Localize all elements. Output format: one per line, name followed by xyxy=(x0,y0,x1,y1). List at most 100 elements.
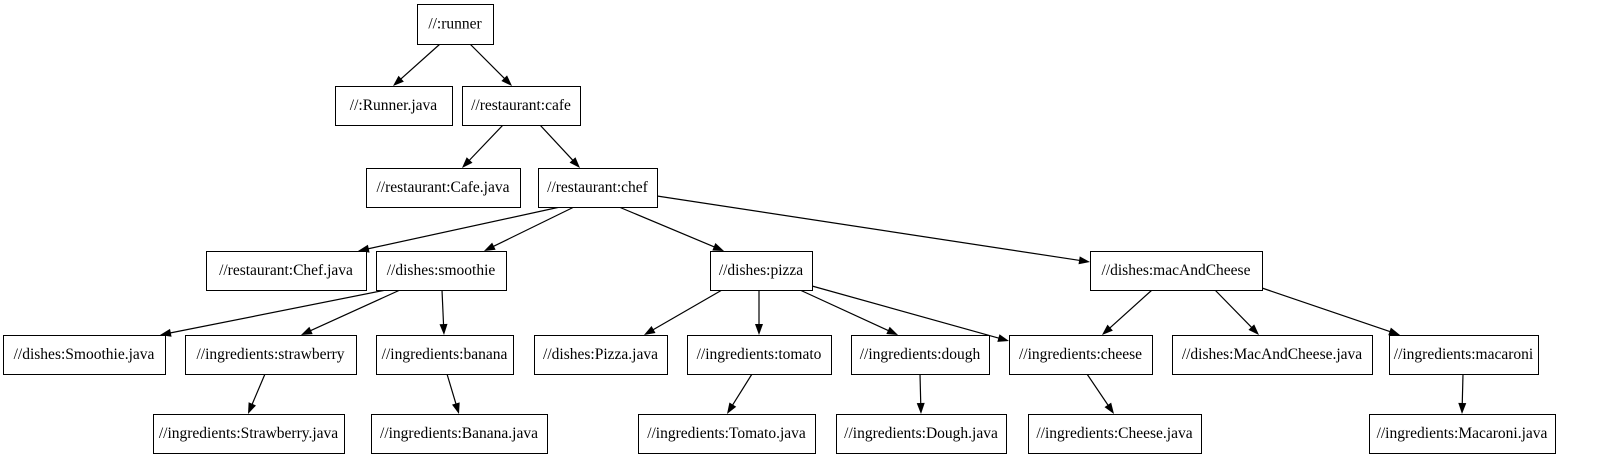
edge-line xyxy=(1108,289,1153,330)
edge-dishes_macandcheese-to-ing_macaroni xyxy=(1261,287,1400,336)
edge-arrowhead-icon xyxy=(1102,324,1113,335)
node-label: //restaurant:cafe xyxy=(471,97,571,114)
edge-line xyxy=(1261,287,1392,333)
edge-line xyxy=(367,206,561,250)
edge-restaurant_cafe-to-restaurant_cafe_java xyxy=(462,124,504,168)
node-box[interactable] xyxy=(1028,414,1202,454)
graph-node-ing_banana[interactable]: //ingredients:banana xyxy=(376,335,514,375)
edge-line xyxy=(618,206,716,248)
edge-line xyxy=(919,373,922,405)
edge-line xyxy=(399,43,441,81)
graph-node-ing_dough_java[interactable]: //ingredients:Dough.java xyxy=(836,414,1007,454)
graph-node-restaurant_cafe_java[interactable]: //restaurant:Cafe.java xyxy=(366,168,521,208)
node-label: //dishes:smoothie xyxy=(387,262,496,279)
node-label: //ingredients:cheese xyxy=(1019,346,1142,363)
edge-ing_tomato-to-ing_tomato_java xyxy=(727,373,753,414)
edge-arrowhead-icon xyxy=(569,157,580,168)
edge-arrowhead-icon xyxy=(712,243,724,251)
edge-line xyxy=(651,289,723,331)
edge-arrowhead-icon xyxy=(997,334,1009,342)
edge-arrowhead-icon xyxy=(886,326,898,335)
edge-line xyxy=(469,43,506,80)
node-box[interactable] xyxy=(638,414,816,454)
graph-node-restaurant_chef_java[interactable]: //restaurant:Chef.java xyxy=(206,251,367,291)
graph-node-ing_cheese_java[interactable]: //ingredients:Cheese.java xyxy=(1028,414,1202,454)
node-box[interactable] xyxy=(710,251,813,291)
node-box[interactable] xyxy=(1369,414,1556,454)
node-label: //dishes:Pizza.java xyxy=(543,346,658,363)
graph-node-ing_tomato[interactable]: //ingredients:tomato xyxy=(687,335,832,375)
node-box[interactable] xyxy=(376,335,514,375)
edge-arrowhead-icon xyxy=(1458,402,1467,414)
node-label: //:runner xyxy=(428,16,482,33)
edge-arrowhead-icon xyxy=(439,323,448,335)
graph-node-restaurant_cafe[interactable]: //restaurant:cafe xyxy=(462,86,581,126)
node-box[interactable] xyxy=(376,251,507,291)
edge-line xyxy=(799,289,890,332)
node-label: //ingredients:Banana.java xyxy=(380,425,538,442)
node-label: //ingredients:Cheese.java xyxy=(1036,425,1192,442)
node-box[interactable] xyxy=(335,86,453,126)
graph-node-ing_macaroni[interactable]: //ingredients:macaroni xyxy=(1389,335,1539,375)
node-box[interactable] xyxy=(1389,335,1539,375)
node-box[interactable] xyxy=(3,335,166,375)
node-box[interactable] xyxy=(534,335,668,375)
edge-arrowhead-icon xyxy=(484,242,496,251)
edge-restaurant_chef-to-dishes_pizza xyxy=(618,206,724,251)
edge-line xyxy=(309,289,401,332)
node-box[interactable] xyxy=(1090,251,1263,291)
graph-node-dishes_pizza_java[interactable]: //dishes:Pizza.java xyxy=(534,335,668,375)
graph-node-dishes_smoothie_java[interactable]: //dishes:Smoothie.java xyxy=(3,335,166,375)
node-label: //:Runner.java xyxy=(350,97,438,114)
graph-node-ing_tomato_java[interactable]: //ingredients:Tomato.java xyxy=(638,414,816,454)
node-label: //ingredients:banana xyxy=(382,346,508,363)
edge-arrowhead-icon xyxy=(301,326,313,335)
node-label: //ingredients:Macaroni.java xyxy=(1377,425,1548,442)
edge-restaurant_cafe-to-restaurant_chef xyxy=(539,124,580,168)
edge-arrowhead-icon xyxy=(462,157,473,168)
node-box[interactable] xyxy=(1172,335,1373,375)
node-box[interactable] xyxy=(366,168,521,208)
edge-arrowhead-icon xyxy=(501,75,512,86)
graph-node-ing_macaroni_java[interactable]: //ingredients:Macaroni.java xyxy=(1369,414,1556,454)
edge-line xyxy=(468,124,504,162)
edge-runner-to-runner_java xyxy=(393,43,441,86)
edge-arrowhead-icon xyxy=(452,402,460,414)
graph-node-dishes_smoothie[interactable]: //dishes:smoothie xyxy=(376,251,507,291)
edge-restaurant_chef-to-restaurant_chef_java xyxy=(358,206,561,253)
node-label: //dishes:Smoothie.java xyxy=(14,346,155,363)
node-box[interactable] xyxy=(687,335,832,375)
edge-runner-to-restaurant_cafe xyxy=(469,43,512,86)
node-box[interactable] xyxy=(185,335,357,375)
node-box[interactable] xyxy=(538,168,658,208)
node-label: //ingredients:dough xyxy=(860,346,981,363)
node-label: //ingredients:strawberry xyxy=(196,346,344,363)
graph-node-dishes_pizza[interactable]: //dishes:pizza xyxy=(710,251,813,291)
edge-dishes_pizza-to-ing_dough xyxy=(799,289,898,335)
graph-node-dishes_macandcheese_java[interactable]: //dishes:MacAndCheese.java xyxy=(1172,335,1373,375)
node-box[interactable] xyxy=(462,86,581,126)
node-box[interactable] xyxy=(371,414,548,454)
graph-node-runner_java[interactable]: //:Runner.java xyxy=(335,86,453,126)
node-box[interactable] xyxy=(417,4,494,45)
node-box[interactable] xyxy=(206,251,367,291)
graph-node-ing_banana_java[interactable]: //ingredients:Banana.java xyxy=(371,414,548,454)
graph-node-ing_strawberry[interactable]: //ingredients:strawberry xyxy=(185,335,357,375)
edge-ing_banana-to-ing_banana_java xyxy=(446,373,460,414)
node-label: //ingredients:Tomato.java xyxy=(647,425,806,442)
node-box[interactable] xyxy=(851,335,990,375)
edge-ing_macaroni-to-ing_macaroni_java xyxy=(1458,373,1467,414)
graph-node-ing_dough[interactable]: //ingredients:dough xyxy=(851,335,990,375)
node-label: //ingredients:macaroni xyxy=(1394,346,1534,363)
node-label: //ingredients:Dough.java xyxy=(844,425,998,442)
graph-node-runner[interactable]: //:runner xyxy=(417,4,494,45)
graph-node-restaurant_chef[interactable]: //restaurant:chef xyxy=(538,168,658,208)
node-box[interactable] xyxy=(153,414,345,454)
edge-line xyxy=(1461,373,1464,405)
node-box[interactable] xyxy=(1009,335,1153,375)
node-box[interactable] xyxy=(836,414,1007,454)
graph-node-ing_cheese[interactable]: //ingredients:cheese xyxy=(1009,335,1153,375)
graph-node-dishes_macandcheese[interactable]: //dishes:macAndCheese xyxy=(1090,251,1263,291)
graph-node-ing_strawberry_java[interactable]: //ingredients:Strawberry.java xyxy=(153,414,345,454)
